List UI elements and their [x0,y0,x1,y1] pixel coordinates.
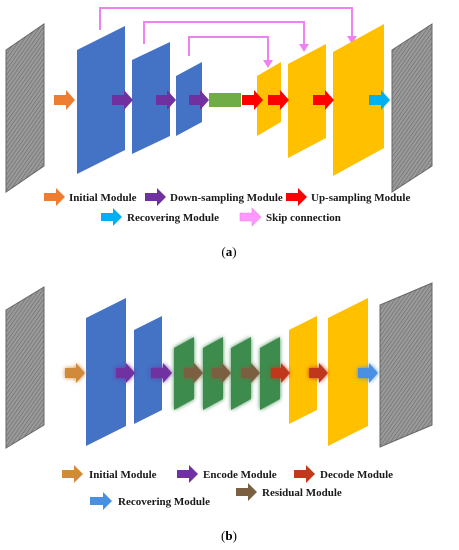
recover-arrow-a [369,90,390,110]
legend-b-residual-label: Residual Module [262,487,342,499]
caption-b-letter: b [225,528,232,543]
legend-a-item-up: Up-sampling Module [286,188,410,206]
up-arrow-1 [242,90,263,110]
legend-b-item-decode: Decode Module [294,465,393,483]
caption-a: (a) [221,244,236,259]
residual-block-4 [260,337,280,410]
legend-b-residual-icon [236,483,257,501]
legend-a-item-down: Down-sampling Module [145,188,283,206]
caption-a-close: ) [232,244,236,259]
legend-a-initial-icon [44,188,65,206]
legend-a-skip-label: Skip connection [266,212,341,224]
arrows-a [54,90,390,110]
arrows-b [65,363,378,383]
legend-a-initial-label: Initial Module [69,192,137,204]
skip-arrowhead-inner [263,60,273,68]
bottleneck-block [209,93,241,107]
caption-b-close: ) [233,528,237,543]
legend-b: Initial Module Encode Module Decode Modu… [62,465,393,510]
skip-arrowhead-outer [347,36,357,44]
legend-a-up-label: Up-sampling Module [311,192,410,204]
caption-b-open: ( [221,528,225,543]
skip-connection-middle [143,21,305,46]
encode-block-1 [86,298,126,446]
decode-arrow-1 [271,363,290,383]
legend-b-recover-icon [90,492,112,510]
decode-block-1 [289,316,317,424]
legend-b-decode-label: Decode Module [320,469,393,481]
decoder-block-3 [333,24,384,176]
skip-connection-outer [99,7,353,38]
legend-b-item-initial: Initial Module [62,465,157,483]
up-arrow-3 [313,90,334,110]
residual-arrow-2 [212,363,231,383]
legend-b-encode-label: Encode Module [203,469,277,481]
input-image-b [5,286,45,449]
legend-b-recover-label: Recovering Module [118,496,210,508]
panel-a: Initial Module Down-sampling Module Up-s… [5,7,433,259]
panel-b: Initial Module Encode Module Decode Modu… [5,282,433,543]
residual-arrow-1 [184,363,203,383]
encode-block-2 [134,316,162,424]
down-arrow-3 [189,90,209,110]
encoder-block-1 [77,26,125,174]
encoder-block-2 [132,42,170,154]
caption-b: (b) [221,528,237,543]
legend-a-up-icon [286,188,307,206]
legend-a-item-recover: Recovering Module [101,208,219,226]
legend-b-decode-icon [294,465,315,483]
legend-b-item-recover: Recovering Module [90,492,210,510]
skip-connections [99,7,357,68]
residual-arrow-3 [241,363,260,383]
output-image-a [391,23,433,193]
up-arrow-2 [268,90,289,110]
encode-arrow-2 [151,363,172,383]
legend-b-item-encode: Encode Module [177,465,277,483]
skip-connection-inner [188,36,269,62]
decode-arrow-2 [309,363,328,383]
initial-arrow-b [65,363,85,383]
legend-a-recover-label: Recovering Module [127,212,219,224]
legend-a-down-label: Down-sampling Module [170,192,283,204]
decode-block-2 [328,298,368,446]
initial-arrow-a [54,90,75,110]
legend-b-item-residual: Residual Module [236,483,342,501]
legend-a-down-icon [145,188,166,206]
legend-a-recover-icon [101,208,122,226]
decoder-block-2 [288,44,326,158]
legend-a-item-skip: Skip connection [239,207,341,227]
encode-arrow-1 [116,363,135,383]
legend-b-initial-label: Initial Module [89,469,157,481]
caption-a-letter: a [226,244,233,259]
legend-b-encode-icon [177,465,198,483]
legend-a-skip-icon [239,207,262,227]
legend-a: Initial Module Down-sampling Module Up-s… [44,188,410,227]
down-arrow-2 [156,90,176,110]
legend-a-item-initial: Initial Module [44,188,137,206]
skip-arrowhead-middle [299,44,309,52]
input-image-a [5,23,45,193]
caption-a-open: ( [221,244,225,259]
down-arrow-1 [112,90,133,110]
recover-arrow-b [358,363,378,383]
legend-b-initial-icon [62,465,83,483]
output-image-b [379,282,433,448]
